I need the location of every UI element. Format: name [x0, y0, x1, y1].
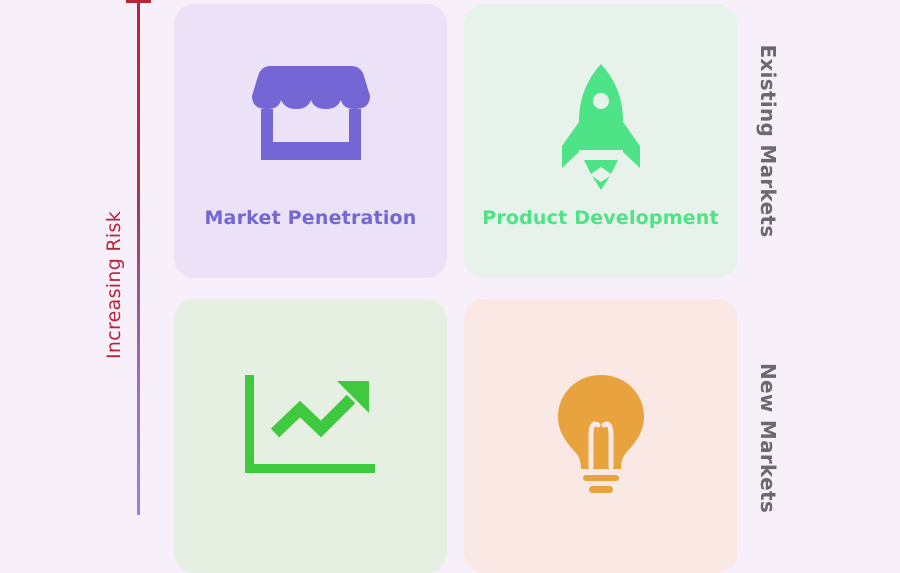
- storefront-icon: [174, 64, 447, 184]
- quadrant-market-penetration: Market Penetration: [174, 4, 447, 278]
- quadrant-label: Market Penetration: [204, 207, 417, 229]
- quadrant-product-development: Product Development: [464, 4, 737, 278]
- quadrant-bottom-left: [174, 299, 447, 573]
- row-label-existing-markets: Existing Markets: [756, 44, 780, 238]
- quadrant-bottom-right: [464, 299, 737, 573]
- risk-axis-arrow-head: [126, 0, 151, 3]
- risk-axis-line: [137, 0, 140, 515]
- quadrant-label: Product Development: [482, 207, 719, 229]
- rocket-icon: [464, 64, 737, 190]
- risk-axis-label: Increasing Risk: [103, 210, 125, 360]
- row-label-new-markets: New Markets: [756, 362, 780, 514]
- lightbulb-icon: [464, 375, 737, 495]
- trending-up-chart-icon: [174, 373, 447, 493]
